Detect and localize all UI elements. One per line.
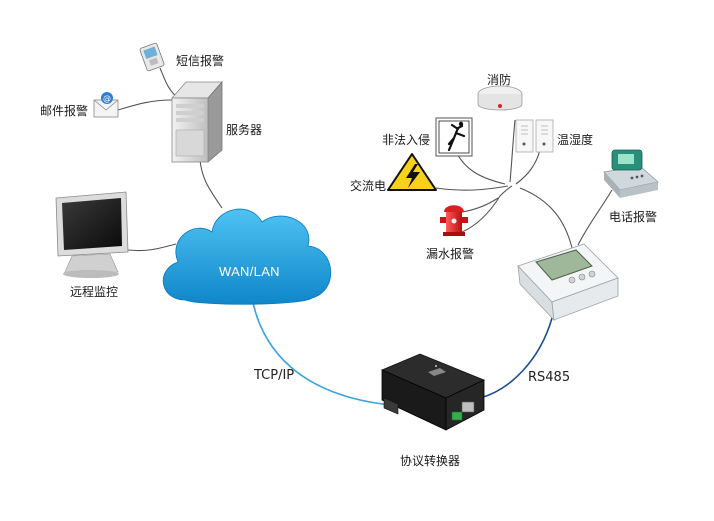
- high-voltage-warning-icon: [387, 153, 437, 191]
- rs485-link: [479, 317, 553, 399]
- wires: [117, 67, 613, 252]
- svg-text:@: @: [103, 94, 111, 103]
- wire-monitor-cloud: [127, 243, 177, 252]
- mobile-phone-icon: [139, 42, 165, 72]
- wan-lan-cloud: [162, 208, 332, 305]
- envelope-icon: @: [93, 92, 119, 118]
- computer-monitor-icon: [55, 191, 129, 278]
- server-label: 服务器: [226, 123, 263, 137]
- converter-label: 协议转换器: [400, 454, 461, 468]
- tcp-ip-link: [251, 297, 391, 406]
- wire-server-cloud: [199, 159, 223, 209]
- smoke-detector-icon: [477, 85, 523, 111]
- wire-bus: [519, 187, 573, 249]
- wire-bus-water: [461, 185, 513, 233]
- water-leak-hydrant-icon: [440, 205, 468, 236]
- telephone-icon: [603, 149, 659, 198]
- rs485-link-label: RS485: [528, 370, 571, 385]
- cloud-label: WAN/LAN: [219, 264, 280, 279]
- wire-sms: [159, 67, 179, 99]
- ac-power-label: 交流电: [350, 179, 387, 193]
- wire-bus-th: [515, 149, 541, 185]
- server-tower-icon: [171, 80, 223, 163]
- protocol-converter-device: [380, 353, 485, 431]
- remote-monitor-label: 远程监控: [70, 285, 119, 299]
- temperature-humidity-sensor-icon: [515, 119, 554, 153]
- wire-bus-fire: [509, 119, 516, 183]
- intrusion-sign-icon: [435, 117, 473, 157]
- sms-alarm-label: 短信报警: [176, 54, 225, 68]
- wire-phone: [577, 189, 613, 246]
- intrusion-label: 非法入侵: [382, 133, 431, 147]
- tcp-ip-link-label: TCP/IP: [254, 368, 295, 383]
- fire-label: 消防: [487, 73, 512, 87]
- wire-email: [117, 99, 173, 111]
- wire-bus-ac: [435, 185, 509, 191]
- phone-alarm-label: 电话报警: [609, 210, 658, 224]
- water-leak-label: 漏水报警: [426, 247, 475, 261]
- temp-humidity-label: 温湿度: [557, 133, 594, 147]
- wire-bus-hydrant: [461, 197, 499, 213]
- email-alarm-label: 邮件报警: [40, 104, 89, 118]
- monitoring-host-device: [517, 243, 619, 322]
